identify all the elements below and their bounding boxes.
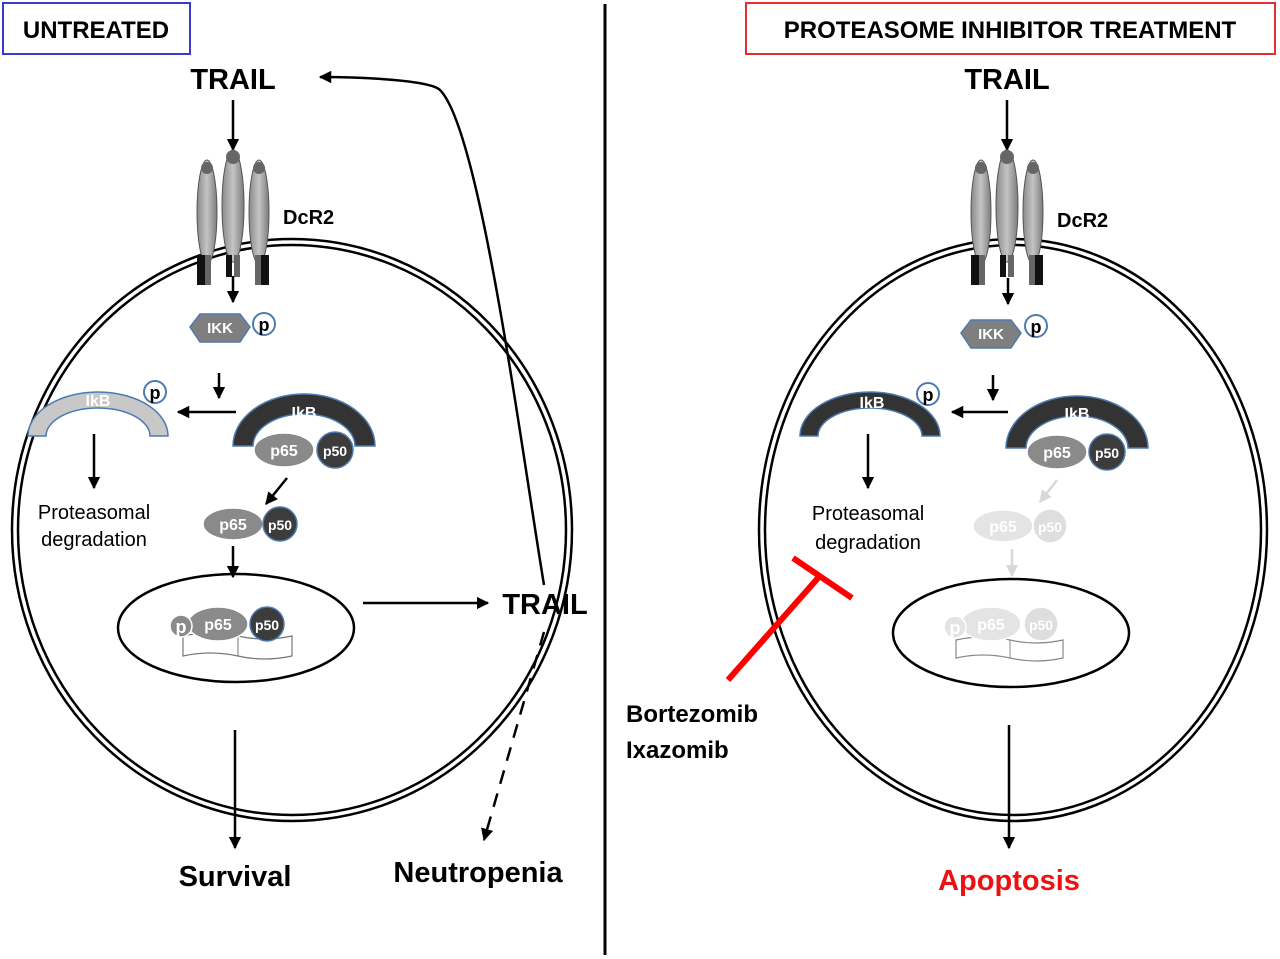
- ikk-label-right: IKK: [978, 326, 1004, 343]
- ikb-phos-label: IkB: [86, 393, 111, 410]
- p65-phospho-marker: [169, 614, 193, 638]
- p50-free: [262, 506, 298, 542]
- nucleus-right: [891, 577, 1131, 689]
- inhibitor-bar: [791, 555, 854, 601]
- ikk-kinase: [189, 313, 251, 343]
- degradation-line2-right: degradation: [815, 532, 921, 554]
- p65-nuclear-label: p65: [204, 617, 232, 634]
- right-panel: PROTEASOME INHIBITOR TREATMENT TRAIL DcR…: [626, 2, 1276, 897]
- ikk-label: IKK: [207, 320, 233, 337]
- trail-output-label: TRAIL: [502, 589, 587, 621]
- ikb-complex-label-right: IkB: [1065, 406, 1090, 423]
- p65-bound-label: p65: [270, 443, 298, 460]
- neutropenia-label: Neutropenia: [393, 857, 563, 889]
- ikb-phospho-label: p: [150, 383, 161, 403]
- left-title-box: [2, 2, 191, 55]
- ikk-kinase-right: [960, 319, 1022, 349]
- nucleus: [116, 572, 356, 684]
- degradation-line1-right: Proteasomal: [812, 503, 924, 525]
- autocrine-feedback-arrow: [318, 70, 546, 586]
- p65-phospho-faded: [943, 615, 967, 639]
- p65-nuclear-faded-label: p65: [977, 617, 1005, 634]
- left-panel-title: UNTREATED: [23, 17, 169, 44]
- p50-bound: [316, 431, 354, 469]
- p65-bound-right: [1026, 434, 1088, 470]
- right-panel-title: PROTEASOME INHIBITOR TREATMENT: [784, 17, 1237, 44]
- p50-faded: [1032, 508, 1068, 544]
- ikk-phospho-label-right: p: [1031, 317, 1042, 337]
- ikb-phosphorylated: [27, 391, 169, 437]
- p50-nuclear-faded: [1023, 606, 1059, 642]
- p65-faded-label: p65: [989, 519, 1017, 536]
- drug-bortezomib: Bortezomib: [626, 701, 758, 728]
- p65-bound-label-right: p65: [1043, 445, 1071, 462]
- left-panel: UNTREATED TRAIL DcR2 IKK p IkB p IkB p65…: [2, 2, 588, 893]
- p50-nuclear-label: p50: [255, 617, 279, 633]
- p65-free-label: p65: [219, 517, 247, 534]
- ikb-complex-inhibitor: [232, 393, 376, 447]
- ikk-phospho-marker: [252, 312, 276, 336]
- right-title-box: [745, 2, 1276, 55]
- survival-label: Survival: [179, 861, 292, 893]
- cell-inner-membrane: [16, 243, 568, 817]
- dcr2-receptor: [196, 149, 270, 286]
- p65-phospho-label: p: [176, 617, 187, 637]
- degradation-line2: degradation: [41, 529, 147, 551]
- ikk-phospho-label: p: [259, 315, 270, 335]
- ikb-phos-label-right: IkB: [860, 395, 885, 412]
- ikb-complex-inhibitor-right: [1005, 395, 1149, 449]
- cell-outer-membrane: [10, 237, 574, 823]
- ikk-phospho-marker-right: [1024, 314, 1048, 338]
- drug-ixazomib: Ixazomib: [626, 737, 729, 764]
- degradation-line1: Proteasomal: [38, 502, 150, 524]
- p50-bound-label-right: p50: [1095, 445, 1119, 461]
- p50-bound-right: [1088, 433, 1126, 471]
- dcr2-label: DcR2: [283, 207, 334, 229]
- dcr2-label-right: DcR2: [1057, 210, 1108, 232]
- dcr2-receptor-right: [970, 149, 1044, 286]
- p50-nuclear: [249, 606, 285, 642]
- ikb-phospho-marker-right: [916, 382, 940, 406]
- p50-bound-label: p50: [323, 443, 347, 459]
- p65-bound: [253, 432, 315, 468]
- inhibitor-line: [725, 576, 821, 682]
- trail-ligand-label: TRAIL: [190, 64, 275, 96]
- p50-free-label: p50: [268, 517, 292, 533]
- trail-ligand-label-right: TRAIL: [964, 64, 1049, 96]
- release-nfkb-arrow: [265, 477, 288, 505]
- neutropenia-dashed-arrow: [481, 631, 546, 842]
- ikb-phosphorylated-right: [799, 391, 941, 437]
- ikb-complex-label: IkB: [292, 405, 317, 422]
- apoptosis-label: Apoptosis: [938, 865, 1080, 897]
- p65-phospho-faded-label: p: [950, 618, 961, 638]
- p50-faded-label: p50: [1038, 519, 1062, 535]
- ikb-phospho-marker: [143, 380, 167, 404]
- ikb-phospho-label-right: p: [923, 385, 934, 405]
- blocked-release-arrow: [1039, 479, 1058, 503]
- p50-nuclear-faded-label: p50: [1029, 617, 1053, 633]
